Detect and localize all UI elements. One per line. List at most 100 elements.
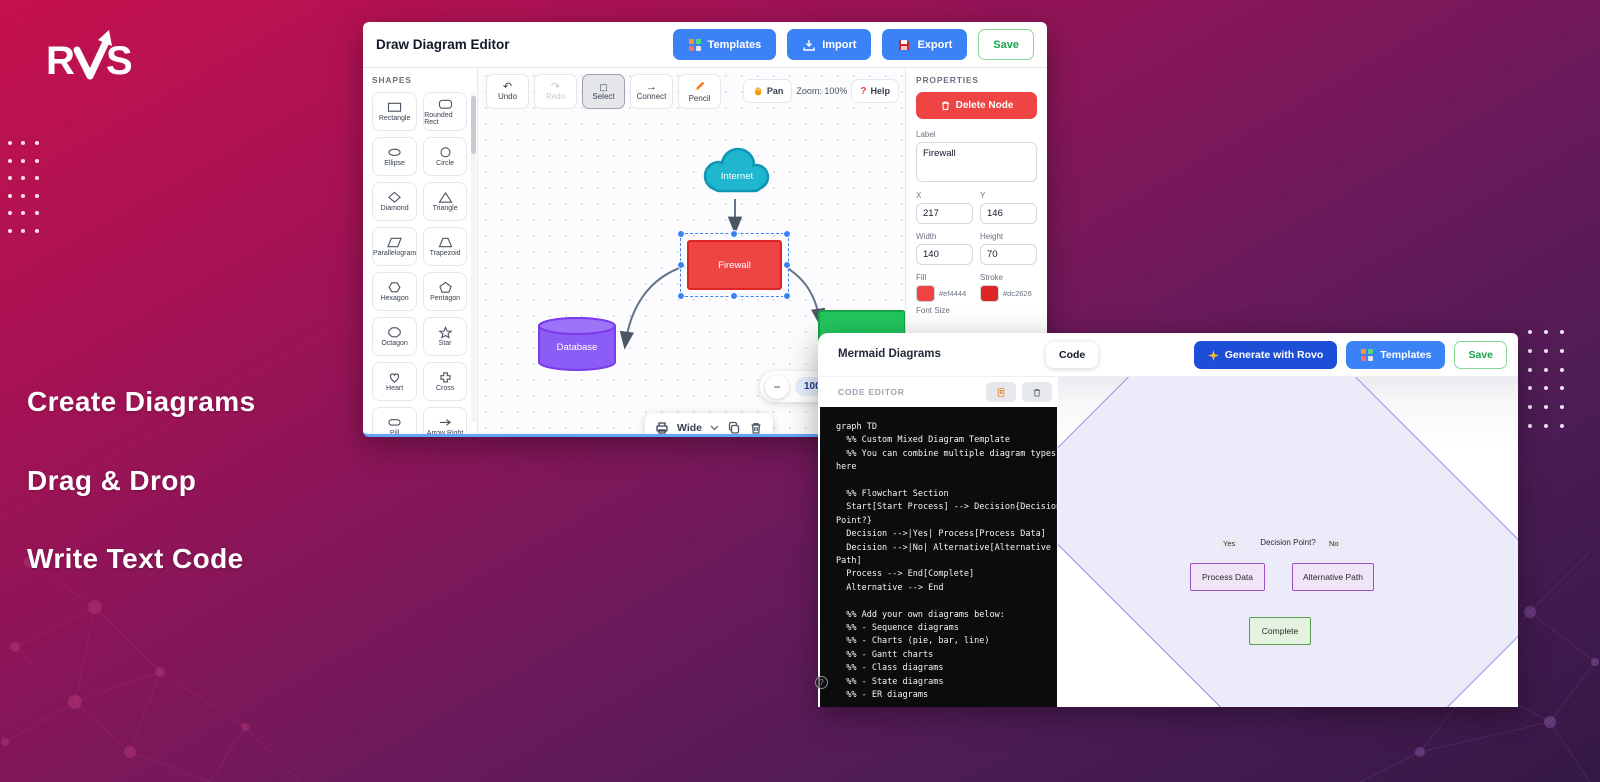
database-node[interactable]: Database xyxy=(536,316,618,372)
undo-icon: ↶ xyxy=(502,80,513,93)
delete-node-button[interactable]: Delete Node xyxy=(916,92,1037,119)
x-field[interactable] xyxy=(916,203,973,224)
zoom-out-button[interactable]: − xyxy=(765,374,789,399)
rounded-rect-icon xyxy=(438,99,452,109)
code-line xyxy=(836,595,1047,608)
shape-card-arrow-right[interactable]: Arrow Right xyxy=(423,407,467,434)
zoom-level-label: Zoom: 100% xyxy=(796,86,848,96)
undo-button[interactable]: ↶ Undo xyxy=(486,74,529,109)
code-line: %% Add your own diagrams below: xyxy=(836,609,1005,620)
width-field[interactable] xyxy=(916,244,973,265)
code-line: Decision -->|No| Alternative[Alternative xyxy=(836,542,1051,553)
shape-card-triangle[interactable]: Triangle xyxy=(423,182,467,221)
shape-card-ellipse[interactable]: Ellipse xyxy=(372,137,418,176)
fill-swatch[interactable] xyxy=(916,285,935,302)
shape-card-trapezoid[interactable]: Trapezoid xyxy=(423,227,467,266)
shape-card-diamond[interactable]: Diamond xyxy=(372,182,418,221)
shapes-scrollbar-thumb[interactable] xyxy=(471,96,476,154)
resize-handle[interactable] xyxy=(783,292,791,300)
help-circle-icon[interactable]: ? xyxy=(815,676,828,689)
resize-handle[interactable] xyxy=(730,292,738,300)
shapes-scrollbar[interactable] xyxy=(471,92,476,422)
help-button[interactable]: ? Help xyxy=(851,79,899,103)
shape-card-circle[interactable]: Circle xyxy=(423,137,467,176)
resize-handle[interactable] xyxy=(677,230,685,238)
code-editor-title: CODE EDITOR xyxy=(838,387,905,397)
resize-handle[interactable] xyxy=(677,261,685,269)
code-line: %% Custom Mixed Diagram Template xyxy=(836,435,1010,446)
frame-size-label[interactable]: Wide xyxy=(677,421,702,434)
templates-button[interactable]: Templates xyxy=(672,29,777,60)
star-icon xyxy=(437,326,453,339)
stroke-field-label: Stroke xyxy=(980,273,1004,282)
shape-card-octagon[interactable]: Octagon xyxy=(372,317,418,356)
shape-card-rounded-rect[interactable]: Rounded Rect xyxy=(423,92,467,131)
resize-handle[interactable] xyxy=(677,292,685,300)
fill-field-label: Fill xyxy=(916,273,927,282)
code-editor[interactable]: graph TD %% Custom Mixed Diagram Templat… xyxy=(820,407,1057,707)
pencil-tool-button[interactable]: Pencil xyxy=(678,74,721,109)
copy-code-button[interactable] xyxy=(986,382,1016,402)
mermaid-header: Mermaid Diagrams Code Generate with Rovo… xyxy=(818,333,1518,377)
database-node-label: Database xyxy=(556,342,598,353)
trapezoid-icon xyxy=(438,237,452,248)
label-field[interactable]: Firewall xyxy=(916,142,1037,182)
pill-icon xyxy=(388,419,401,426)
resize-handle[interactable] xyxy=(730,230,738,238)
connect-tool-button[interactable]: → Connect xyxy=(630,74,673,109)
stroke-swatch[interactable] xyxy=(980,285,999,302)
pentagon-icon xyxy=(438,281,452,293)
resize-handle[interactable] xyxy=(783,230,791,238)
code-line: %% - State diagrams xyxy=(836,676,944,687)
code-line: %% You can combine multiple diagram type… xyxy=(836,448,1057,459)
code-line: Start[Start Process] --> Decision{Decisi… xyxy=(836,502,1057,513)
pencil-icon xyxy=(694,80,706,94)
firewall-node[interactable]: Firewall xyxy=(687,240,782,290)
shape-card-cross[interactable]: Cross xyxy=(423,362,467,401)
select-tool-button[interactable]: ▢ Select xyxy=(582,74,625,109)
select-icon: ▢ xyxy=(599,81,608,92)
hero-line-3: Write Text Code xyxy=(27,543,244,574)
generate-with-rovo-button[interactable]: Generate with Rovo xyxy=(1193,341,1338,369)
redo-button[interactable]: ↷ Redo xyxy=(534,74,577,109)
editor-header: Draw Diagram Editor Templates Import Exp… xyxy=(363,22,1047,68)
mermaid-window: Mermaid Diagrams Code Generate with Rovo… xyxy=(815,333,1518,707)
hand-icon xyxy=(754,86,761,95)
flowchart-complete-node: Complete xyxy=(1249,617,1311,645)
shape-card-hexagon[interactable]: Hexagon xyxy=(372,272,418,311)
copy-icon[interactable] xyxy=(727,421,741,435)
shape-card-star[interactable]: Star xyxy=(423,317,467,356)
import-button[interactable]: Import xyxy=(787,29,872,60)
shape-card-heart[interactable]: Heart xyxy=(372,362,418,401)
pan-button[interactable]: Pan xyxy=(742,79,793,103)
y-field[interactable] xyxy=(980,203,1037,224)
hexagon-icon xyxy=(388,282,401,293)
height-field-label: Height xyxy=(980,232,1004,241)
hero-line-1: Create Diagrams xyxy=(27,386,256,417)
mermaid-templates-button[interactable]: Templates xyxy=(1346,341,1446,369)
editor-title: Draw Diagram Editor xyxy=(376,37,510,52)
code-line: %% - Sequence diagrams xyxy=(836,623,959,634)
internet-node[interactable]: Internet xyxy=(695,143,779,199)
shape-card-pill[interactable]: Pill xyxy=(372,407,418,434)
code-line: Process --> End[Complete] xyxy=(836,569,975,580)
shape-card-parallelogram[interactable]: Parallelogram xyxy=(372,227,418,266)
save-button[interactable]: Save xyxy=(978,29,1034,60)
trash-icon[interactable] xyxy=(749,421,763,435)
code-line: Decision -->|Yes| Process[Process Data] xyxy=(836,529,1046,540)
clear-code-button[interactable] xyxy=(1022,382,1052,402)
mermaid-save-button[interactable]: Save xyxy=(1454,341,1507,369)
shape-card-pentagon[interactable]: Pentagon xyxy=(423,272,467,311)
code-tab-button[interactable]: Code xyxy=(1046,342,1099,368)
edge-label-no: No xyxy=(1326,539,1342,548)
code-editor-toolbar: CODE EDITOR xyxy=(818,377,1058,407)
height-field[interactable] xyxy=(980,244,1037,265)
shape-card-rectangle[interactable]: Rectangle xyxy=(372,92,418,131)
export-button[interactable]: Export xyxy=(882,29,968,60)
trash-icon xyxy=(941,101,949,110)
resize-handle[interactable] xyxy=(783,261,791,269)
network-decoration-bottom-left xyxy=(1,556,301,782)
firewall-node-label: Firewall xyxy=(718,259,751,271)
